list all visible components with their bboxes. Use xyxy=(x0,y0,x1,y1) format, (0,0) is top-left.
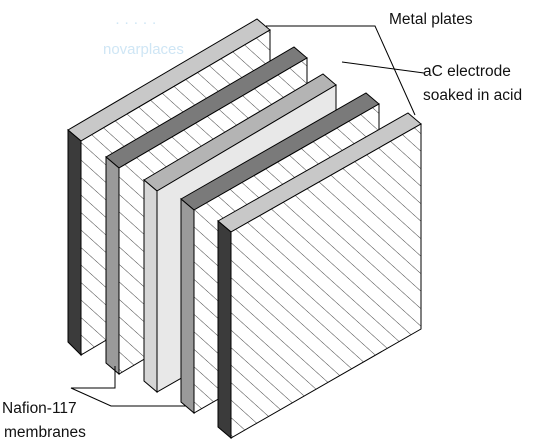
membrane-front-side xyxy=(180,197,195,415)
metal-plate-front-side xyxy=(217,219,232,440)
label-membranes-line-1: Nafion-117 xyxy=(2,400,77,417)
watermark-line-1: · · · · · xyxy=(115,14,157,31)
watermark: · · · · · novarplaces xyxy=(103,14,184,58)
electrode-leader xyxy=(341,61,425,74)
leader-lines xyxy=(70,25,425,407)
electrode-side xyxy=(143,178,158,394)
metal-plate-back-side xyxy=(67,128,82,357)
metal-plate-front xyxy=(217,112,422,440)
label-electrode-line-1: aC electrode xyxy=(423,63,511,80)
watermark-line-2: novarplaces xyxy=(103,41,184,58)
metal-plate-front-face xyxy=(230,123,422,439)
label-metal-plates: Metal plates xyxy=(389,11,473,28)
membrane-back-side xyxy=(105,155,120,376)
membranes-leader xyxy=(70,366,186,407)
metal-plates-leader xyxy=(266,25,416,116)
label-membranes-line-2: membranes xyxy=(4,424,86,441)
label-electrode-line-2: soaked in acid xyxy=(423,87,522,104)
